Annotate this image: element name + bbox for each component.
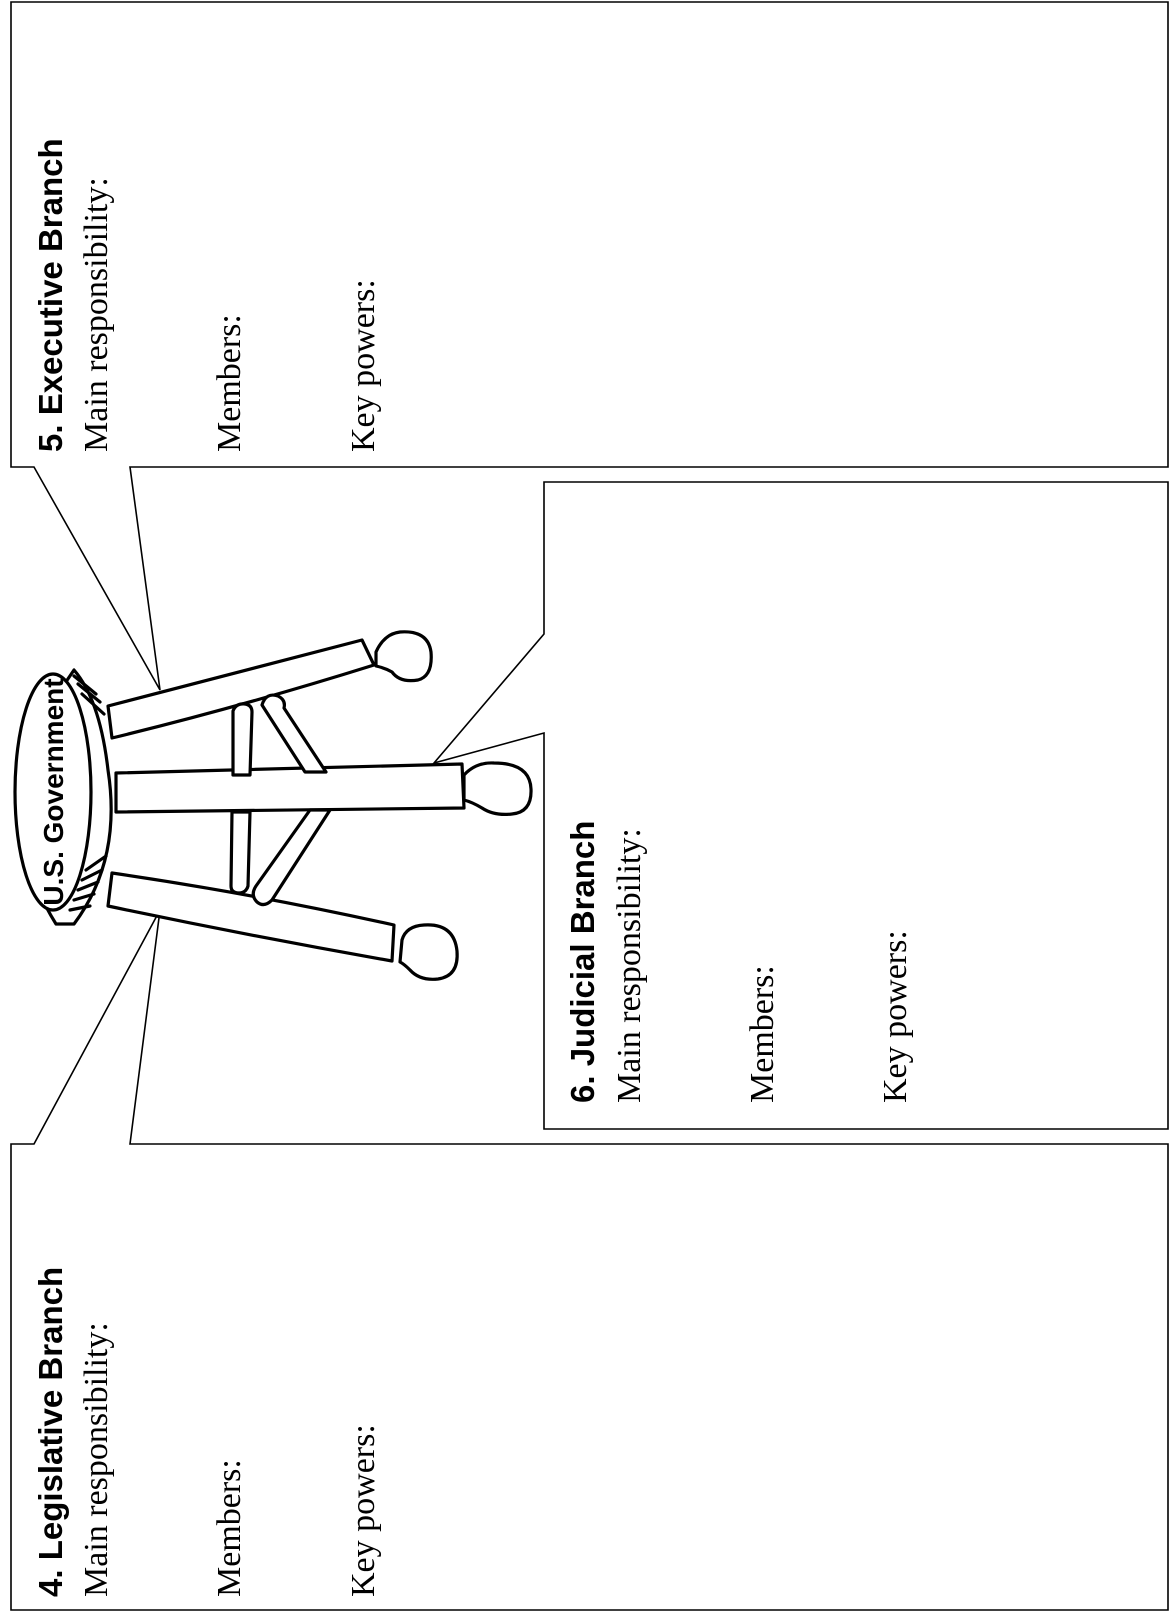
stool-seat-label: U.S. Government: [38, 678, 69, 905]
executive-members-label: Members:: [211, 314, 248, 452]
legislative-branch-heading: 4. Legislative Branch: [32, 1267, 69, 1597]
legislative-key-powers-label: Key powers:: [345, 1424, 382, 1597]
judicial-members-label: Members:: [744, 965, 781, 1103]
executive-branch-heading: 5. Executive Branch: [32, 138, 69, 452]
legislative-main-responsibility-label: Main responsibility:: [78, 1322, 115, 1597]
executive-key-powers-label: Key powers:: [345, 279, 382, 452]
stool-seat: U.S. Government: [15, 670, 111, 924]
executive-main-responsibility-label: Main responsibility:: [78, 177, 115, 452]
stool-leg-legislative: [108, 873, 457, 979]
judicial-key-powers-label: Key powers:: [877, 930, 914, 1103]
judicial-branch-box: 6. Judicial Branch Main responsibility: …: [434, 482, 1168, 1129]
judicial-branch-heading: 6. Judicial Branch: [564, 821, 601, 1103]
judicial-branch-callout: [434, 482, 1168, 1129]
stool-illustration: U.S. Government: [15, 632, 531, 979]
judicial-main-responsibility-label: Main responsibility:: [611, 828, 648, 1103]
legislative-members-label: Members:: [211, 1459, 248, 1597]
